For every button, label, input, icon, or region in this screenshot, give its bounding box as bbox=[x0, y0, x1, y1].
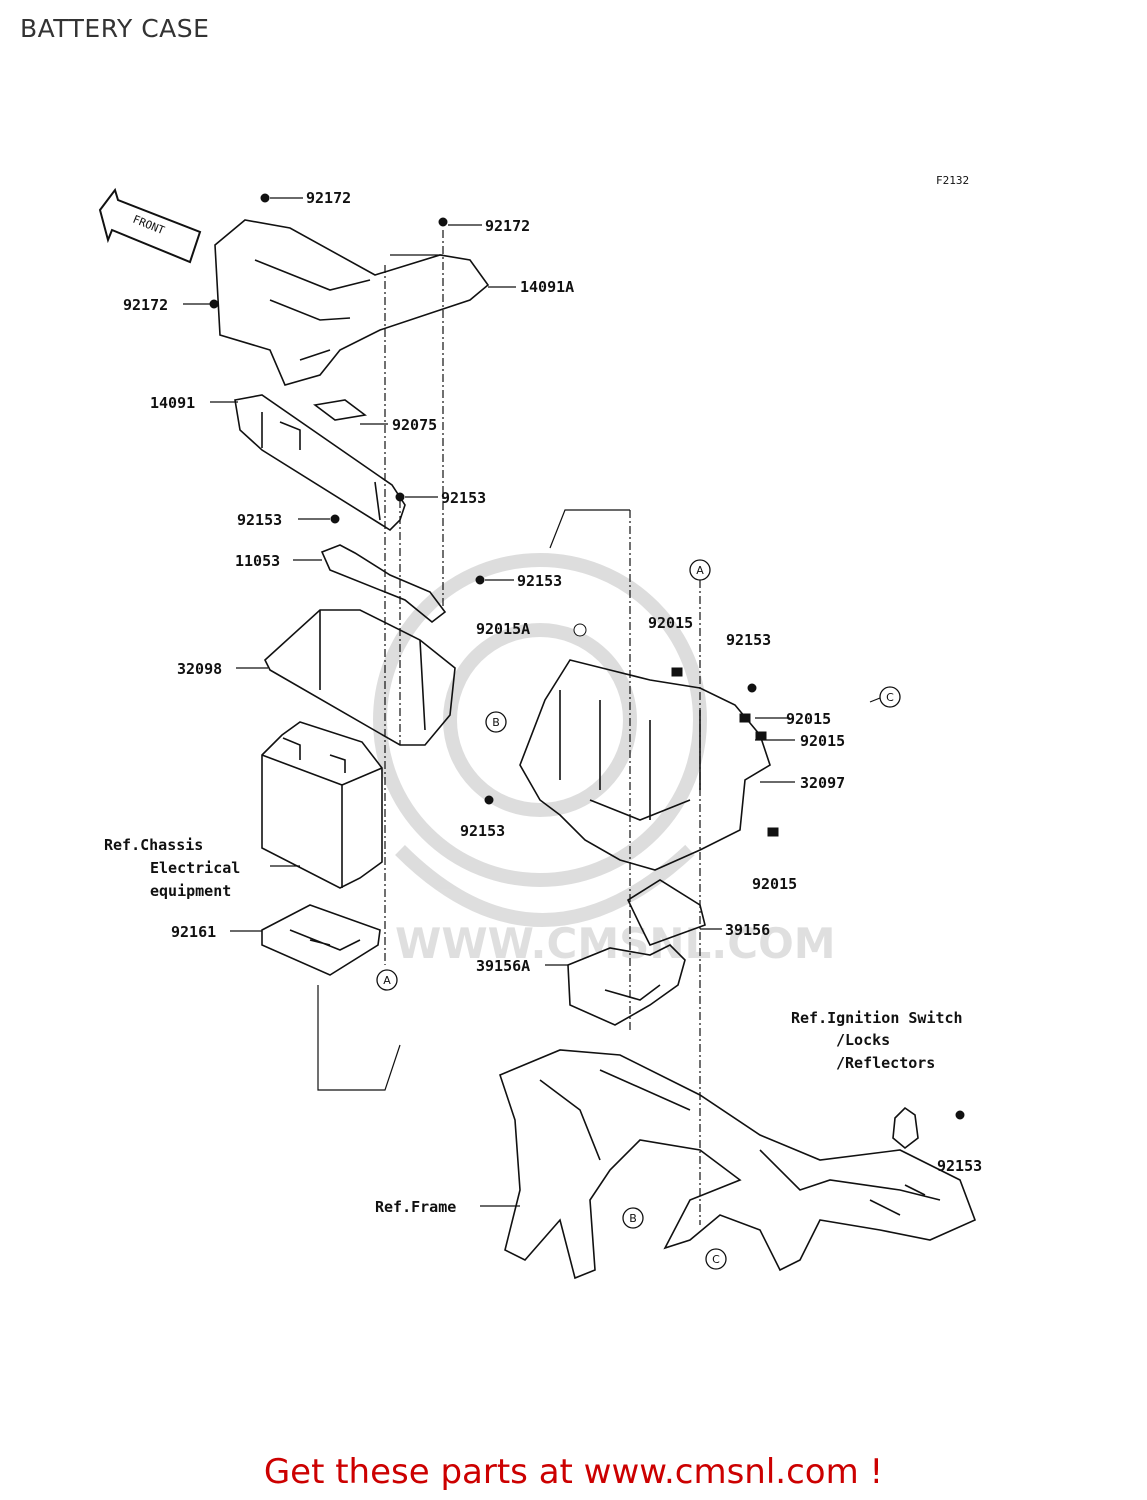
callouts bbox=[376, 559, 901, 1270]
ref-chassis-line1: Ref.Chassis bbox=[104, 836, 203, 854]
watermark-text: WWW.CMSNL.COM bbox=[395, 919, 836, 968]
part-label-39156: 39156 bbox=[725, 921, 770, 939]
bolt-icon bbox=[395, 492, 405, 502]
mat-39156-drawing bbox=[626, 879, 706, 946]
clip-icon bbox=[755, 731, 767, 741]
part-label-92153: 92153 bbox=[237, 511, 282, 529]
part-label-32097: 32097 bbox=[800, 774, 845, 792]
part-label-92153: 92153 bbox=[460, 822, 505, 840]
tray-92161-drawing bbox=[261, 904, 381, 976]
clip-icon bbox=[767, 827, 779, 837]
part-label-92015a: 92015A bbox=[476, 620, 530, 638]
footer-link-text[interactable]: Get these parts at www.cmsnl.com ! bbox=[263, 1452, 884, 1492]
callout-c-case: C bbox=[886, 691, 894, 704]
part-label-92015: 92015 bbox=[786, 710, 831, 728]
part-label-92153: 92153 bbox=[726, 631, 771, 649]
battery-drawing bbox=[261, 721, 383, 889]
callout-b-case: B bbox=[492, 716, 500, 729]
mat-39156a-drawing bbox=[567, 944, 686, 1026]
bolt-icon bbox=[438, 217, 448, 227]
callout-b-frame: B bbox=[629, 1212, 637, 1225]
callout-a-top: A bbox=[696, 564, 704, 577]
bolt-icon bbox=[330, 514, 340, 524]
ref-frame: Ref.Frame bbox=[375, 1198, 456, 1216]
bolt-icon bbox=[484, 795, 494, 805]
bolt-icon bbox=[209, 299, 219, 309]
bolt-icon bbox=[747, 683, 757, 693]
bolt-icon bbox=[475, 575, 485, 585]
bolt-icon bbox=[955, 1110, 965, 1120]
part-label-92172: 92172 bbox=[306, 189, 351, 207]
leader-lines bbox=[183, 197, 881, 1225]
battery-case-32097-drawing bbox=[519, 659, 771, 871]
bolt-icon bbox=[260, 193, 270, 203]
part-label-92161: 92161 bbox=[171, 923, 216, 941]
clip-icon bbox=[739, 713, 751, 723]
part-label-92075: 92075 bbox=[392, 416, 437, 434]
bracket-32098-drawing bbox=[264, 609, 456, 746]
part-label-11053: 11053 bbox=[235, 552, 280, 570]
ref-chassis-line3: equipment bbox=[150, 882, 231, 900]
figure-code: F2132 bbox=[936, 174, 969, 187]
fasteners bbox=[209, 193, 965, 1120]
part-label-92015: 92015 bbox=[648, 614, 693, 632]
part-label-92153: 92153 bbox=[517, 572, 562, 590]
ref-ignition-line3: /Reflectors bbox=[836, 1054, 935, 1072]
part-label-14091a: 14091A bbox=[520, 278, 574, 296]
ref-ignition-line1: Ref.Ignition Switch bbox=[791, 1009, 963, 1027]
cover-14091a-drawing bbox=[214, 219, 490, 386]
ignition-bracket-drawing bbox=[892, 1106, 919, 1150]
frame-drawing bbox=[499, 1049, 977, 1280]
parts-line-art bbox=[214, 219, 977, 1280]
part-label-92153: 92153 bbox=[937, 1157, 982, 1175]
part-label-39156a: 39156A bbox=[476, 957, 530, 975]
callout-a-bottom: A bbox=[383, 974, 391, 987]
part-label-92172: 92172 bbox=[485, 217, 530, 235]
part-label-92153: 92153 bbox=[441, 489, 486, 507]
part-label-92015: 92015 bbox=[752, 875, 797, 893]
reference-labels: Ref.Chassis Electrical equipment Ref.Ign… bbox=[104, 836, 963, 1216]
bracket-11053-drawing bbox=[320, 544, 447, 624]
part-labels: 92172 92172 92172 14091A 14091 92075 921… bbox=[123, 189, 982, 1175]
part-label-32098: 32098 bbox=[177, 660, 222, 678]
front-arrow-icon bbox=[98, 187, 202, 264]
callout-c-frame: C bbox=[712, 1253, 720, 1266]
part-label-92172: 92172 bbox=[123, 296, 168, 314]
part-label-92015: 92015 bbox=[800, 732, 845, 750]
cover-14091-drawing bbox=[234, 394, 406, 532]
clip-icon bbox=[671, 667, 683, 677]
page-title: BATTERY CASE bbox=[20, 14, 210, 43]
part-label-14091: 14091 bbox=[150, 394, 195, 412]
grommet-icon bbox=[573, 623, 587, 637]
ref-ignition-line2: /Locks bbox=[836, 1031, 890, 1049]
label-92075-drawing bbox=[313, 399, 367, 421]
ref-chassis-line2: Electrical bbox=[150, 859, 240, 877]
